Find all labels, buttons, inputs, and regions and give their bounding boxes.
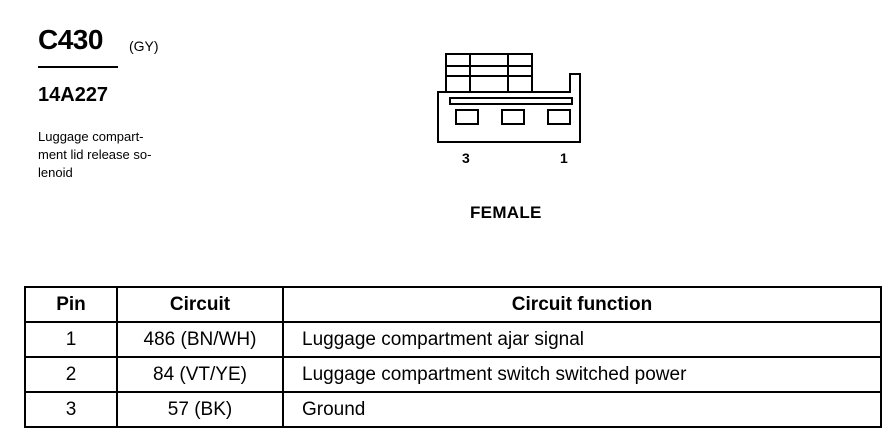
description-line: Luggage compart- [38, 129, 144, 144]
connector-description: Luggage compart- ment lid release so- le… [38, 128, 198, 182]
cell-pin: 3 [24, 391, 118, 428]
pin-label-1: 1 [560, 150, 568, 166]
connector-face-drawing [437, 53, 581, 143]
header-pin: Pin [24, 286, 118, 323]
terminal-cavity-3 [455, 109, 479, 125]
pin-label-3: 3 [462, 150, 470, 166]
title-rule [38, 66, 118, 68]
connector-id: C430 [38, 24, 103, 55]
cell-circuit: 84 (VT/YE) [116, 356, 284, 393]
terminal-cavity-2 [501, 109, 525, 125]
connector-housing [437, 73, 581, 143]
cell-pin: 1 [24, 321, 118, 358]
description-line: ment lid release so- [38, 147, 152, 162]
cell-pin: 2 [24, 356, 118, 393]
table-row: 3 57 (BK) Ground [24, 391, 882, 428]
table-row: 2 84 (VT/YE) Luggage compartment switch … [24, 356, 882, 393]
part-number: 14A227 [38, 84, 109, 106]
header-function: Circuit function [282, 286, 882, 323]
cell-function: Luggage compartment ajar signal [282, 321, 882, 358]
connector-rail [449, 97, 573, 105]
table-row: 1 486 (BN/WH) Luggage compartment ajar s… [24, 321, 882, 358]
header-circuit: Circuit [116, 286, 284, 323]
cell-circuit: 57 (BK) [116, 391, 284, 428]
cell-function: Ground [282, 391, 882, 428]
gender-label: FEMALE [470, 203, 542, 222]
table-header-row: Pin Circuit Circuit function [24, 286, 882, 323]
latch-grid [445, 53, 533, 93]
pinout-table: Pin Circuit Circuit function 1 486 (BN/W… [24, 286, 882, 428]
cell-circuit: 486 (BN/WH) [116, 321, 284, 358]
connector-color: (GY) [129, 38, 159, 54]
description-line: lenoid [38, 165, 73, 180]
cell-function: Luggage compartment switch switched powe… [282, 356, 882, 393]
terminal-cavity-1 [547, 109, 571, 125]
